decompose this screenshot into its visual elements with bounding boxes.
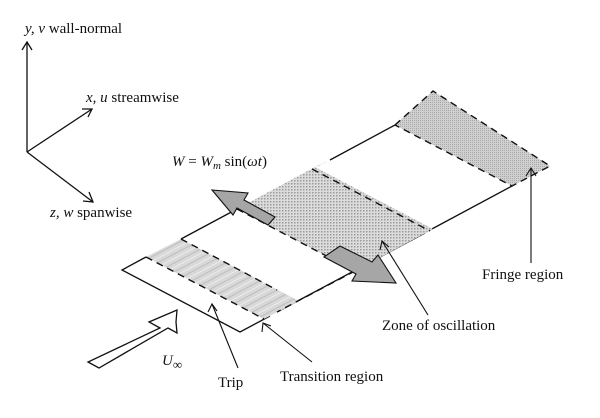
trip-leader-arrowhead — [207, 302, 218, 313]
freestream-arrow — [86, 308, 178, 369]
transition-leader-arrowhead — [261, 322, 272, 333]
z-axis-arrowhead — [82, 191, 95, 203]
trip-region-edge — [145, 256, 265, 320]
oscillation-label: Zone of oscillation — [382, 318, 496, 334]
fringe-region-edge — [394, 90, 552, 187]
x-axis — [26, 108, 93, 153]
oscillation-arrow-right — [322, 245, 398, 284]
plate-left-edge-mid — [180, 208, 238, 240]
freestream-label: U∞ — [162, 353, 182, 372]
plate-front-edge — [120, 256, 271, 333]
x-axis-arrowhead — [82, 108, 94, 118]
oscillation-leader-arrowhead — [379, 239, 390, 251]
oscillation-zone-edge — [311, 168, 431, 232]
coordinate-axes — [21, 40, 95, 203]
fringe-label: Fringe region — [482, 267, 564, 283]
y-axis-label: y, v wall-normal — [23, 21, 122, 37]
z-axis-label: z, w spanwise — [49, 205, 132, 221]
oscillation-leader — [381, 240, 429, 316]
fringe-leader-arrowhead — [525, 166, 537, 177]
transition-label: Transition region — [280, 369, 384, 385]
transition-leader — [262, 322, 313, 363]
plate-right-edge-back — [429, 185, 513, 231]
plate-left-edge-back — [329, 124, 396, 161]
trip-region-edge — [180, 238, 278, 291]
x-axis-label: x, u streamwise — [85, 90, 179, 106]
trip-region — [146, 239, 299, 319]
oscillation-arrow-left — [210, 189, 276, 226]
trip-leader — [211, 303, 239, 369]
oscillation-zone-edge — [276, 270, 356, 313]
oscillation-equation: W = Wm sin(ωt) — [172, 154, 267, 172]
z-axis — [26, 151, 94, 203]
fringe-region — [395, 91, 550, 186]
trip-label: Trip — [218, 375, 243, 391]
y-axis-arrowhead — [21, 40, 33, 51]
